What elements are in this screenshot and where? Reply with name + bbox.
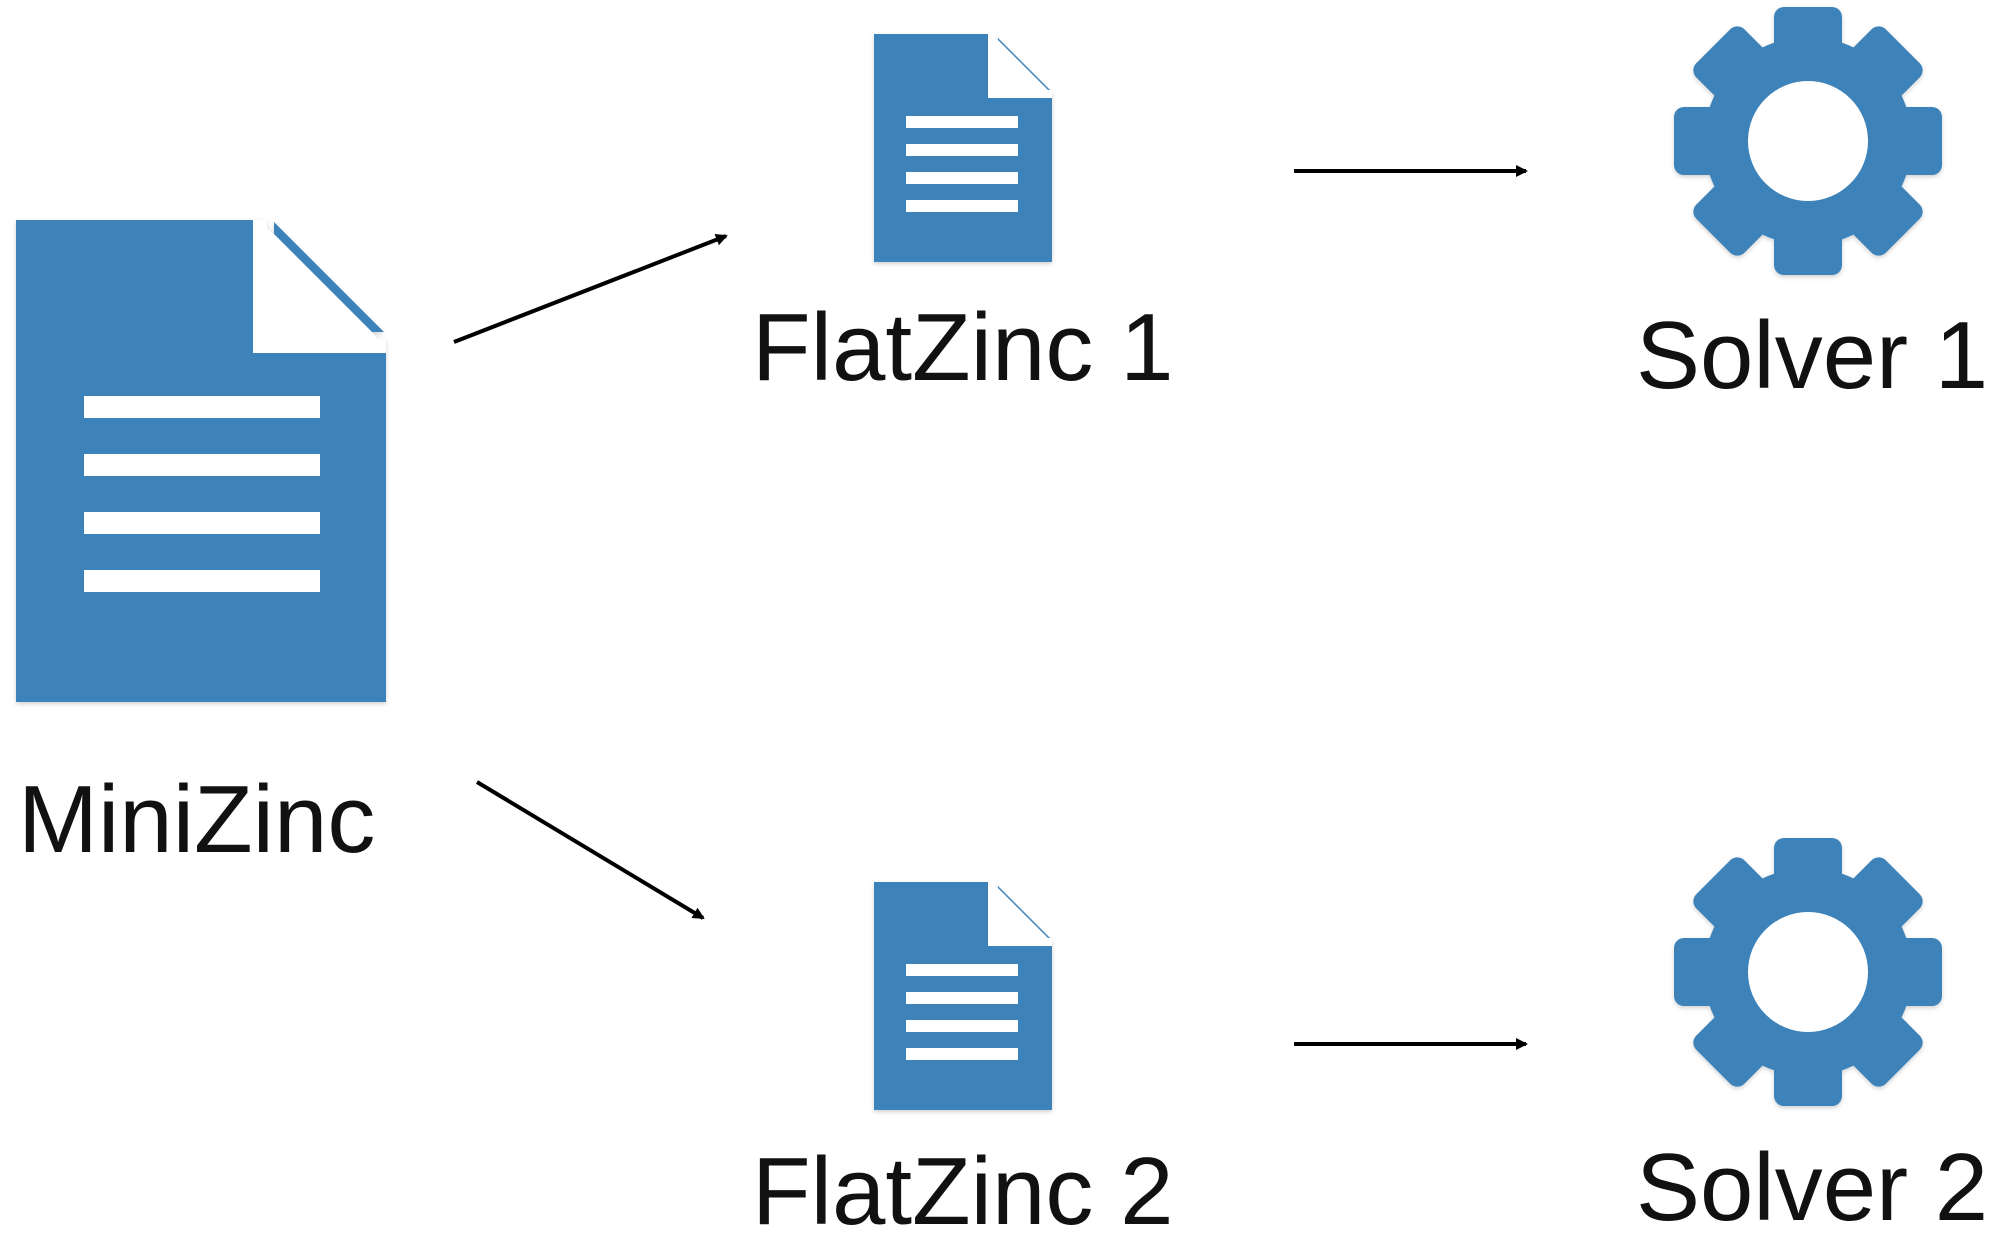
- minizinc-label: MiniZinc: [18, 766, 376, 873]
- solver1-label: Solver 1: [1636, 302, 1989, 409]
- flatzinc2-label: FlatZinc 2: [752, 1138, 1174, 1245]
- arrow-minizinc-to-flatzinc1: [453, 234, 728, 344]
- solver1-gear-icon: [1674, 7, 1942, 275]
- minizinc-document-icon: [16, 220, 386, 702]
- flatzinc1-document-icon: [874, 34, 1052, 262]
- flatzinc1-label: FlatZinc 1: [752, 294, 1174, 401]
- solver2-gear-icon: [1674, 838, 1942, 1106]
- arrow-minizinc-to-flatzinc2: [475, 780, 705, 920]
- flatzinc2-document-icon: [874, 882, 1052, 1110]
- solver2-label: Solver 2: [1636, 1134, 1989, 1241]
